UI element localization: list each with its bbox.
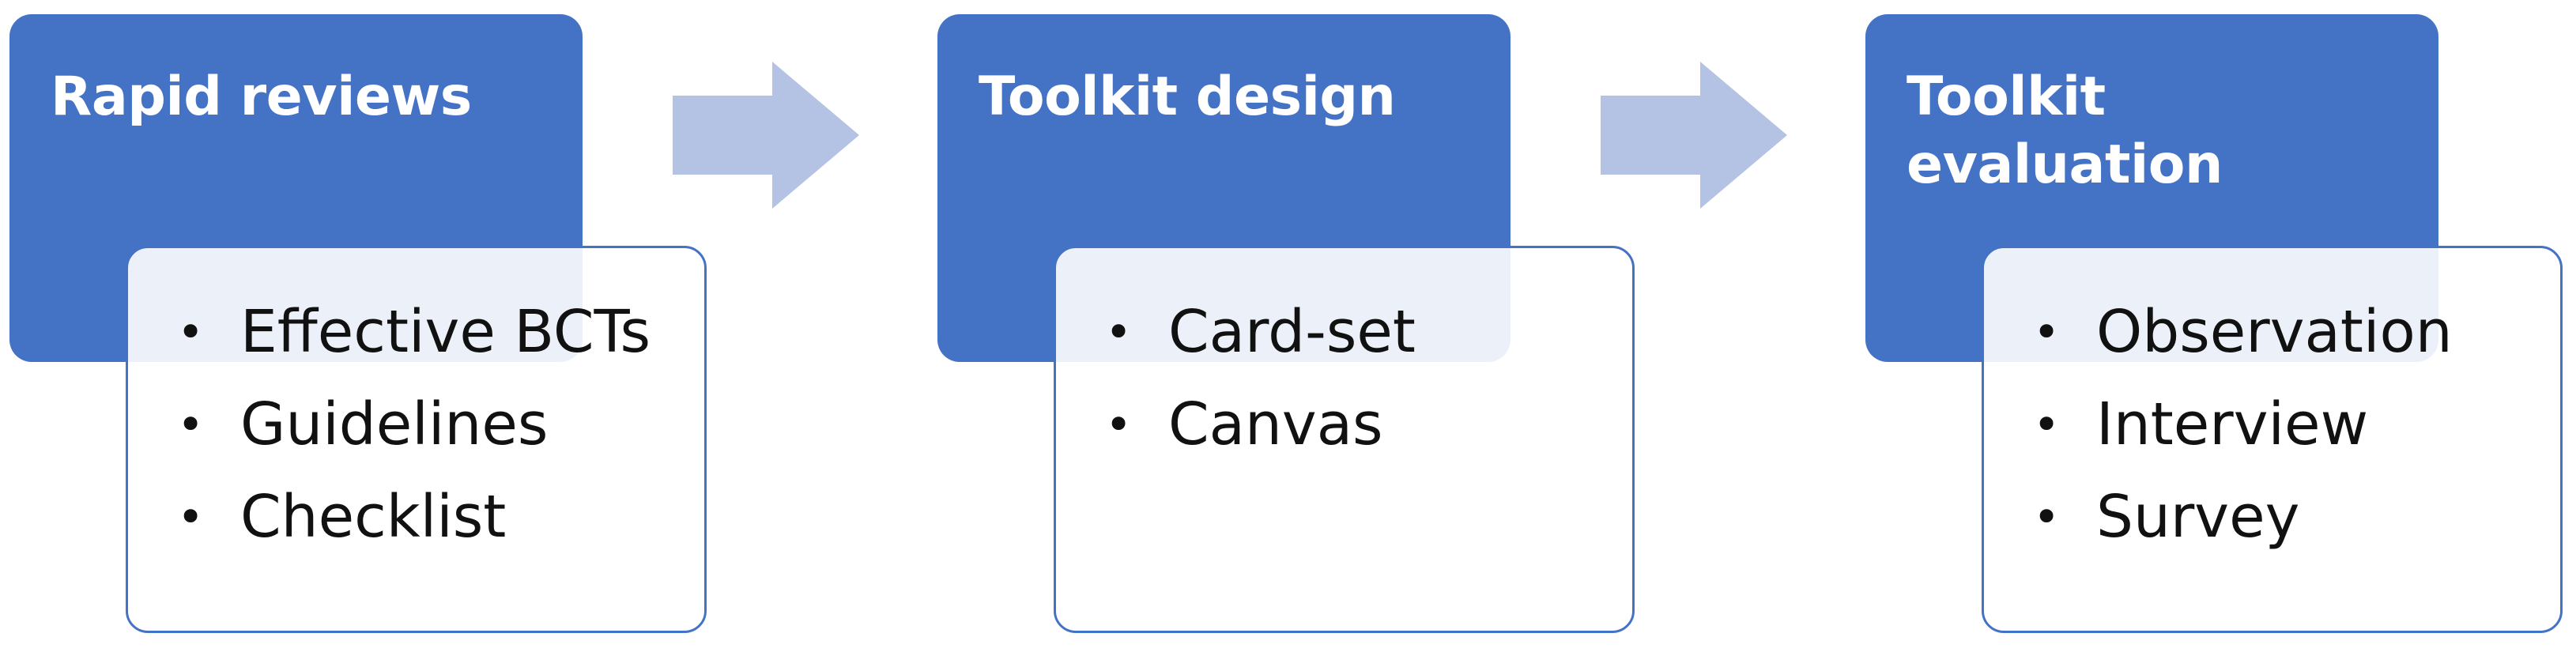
list-item: • Card-set xyxy=(1105,286,1616,379)
bullet-icon: • xyxy=(1105,398,1133,451)
list-item-label: Interview xyxy=(2096,390,2369,458)
stage-details: • Effective BCTs • Guidelines • Checklist xyxy=(126,246,707,633)
bullet-icon: • xyxy=(177,305,205,359)
stage-toolkit-evaluation: Toolkit evaluation • Observation • Intervi… xyxy=(1865,14,2563,639)
list-item: • Guidelines xyxy=(177,379,688,471)
stage-title: Rapid reviews xyxy=(51,66,472,128)
detail-list: • Effective BCTs • Guidelines • Checklist xyxy=(177,286,688,563)
stage-details: • Observation • Interview • Survey xyxy=(1982,246,2563,633)
stage-details: • Card-set • Canvas xyxy=(1054,246,1635,633)
bullet-icon: • xyxy=(177,398,205,451)
list-item: • Observation xyxy=(2033,286,2544,379)
list-item: • Interview xyxy=(2033,379,2544,471)
right-arrow-icon xyxy=(673,62,859,209)
detail-list: • Observation • Interview • Survey xyxy=(2033,286,2544,563)
bullet-icon: • xyxy=(1105,305,1133,359)
list-item: • Canvas xyxy=(1105,379,1616,471)
bullet-icon: • xyxy=(2033,398,2061,451)
right-arrow-icon xyxy=(1601,62,1787,209)
stage-toolkit-design: Toolkit design • Card-set • Canvas xyxy=(937,14,1635,639)
bullet-icon: • xyxy=(177,490,205,544)
list-item-label: Canvas xyxy=(1168,390,1383,458)
list-item-label: Card-set xyxy=(1168,298,1416,366)
stage-title: Toolkit evaluation xyxy=(1907,66,2223,196)
list-item-label: Checklist xyxy=(240,483,507,551)
list-item: • Effective BCTs xyxy=(177,286,688,379)
list-item-label: Effective BCTs xyxy=(240,298,651,366)
list-item: • Checklist xyxy=(177,471,688,563)
bullet-icon: • xyxy=(2033,305,2061,359)
list-item-label: Guidelines xyxy=(240,390,549,458)
list-item-label: Observation xyxy=(2096,298,2453,366)
list-item-label: Survey xyxy=(2096,483,2300,551)
stage-header: Toolkit evaluation xyxy=(1865,14,2438,362)
bullet-icon: • xyxy=(2033,490,2061,544)
stage-rapid-reviews: Rapid reviews • Effective BCTs • Guideline… xyxy=(9,14,707,639)
list-item: • Survey xyxy=(2033,471,2544,563)
detail-list: • Card-set • Canvas xyxy=(1105,286,1616,471)
stage-title: Toolkit design xyxy=(979,66,1396,128)
